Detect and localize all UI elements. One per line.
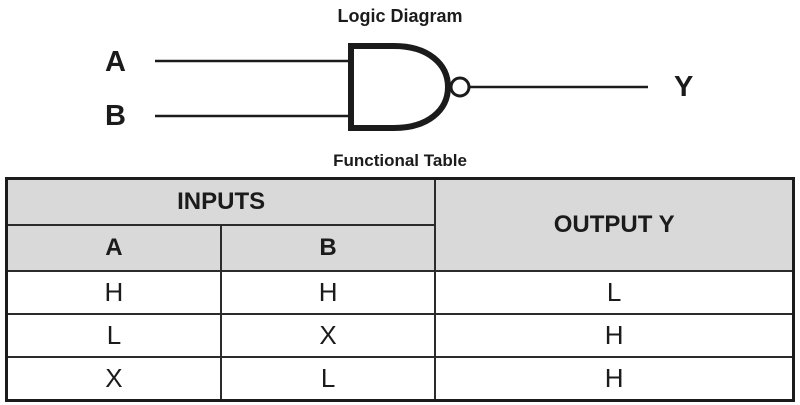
table-header-row-groups: INPUTS OUTPUT Y xyxy=(5,177,795,272)
column-header-b: B xyxy=(219,224,437,272)
functional-table: INPUTS OUTPUT Y A B H H L L X H X L H xyxy=(5,177,795,402)
output-y-header: OUTPUT Y xyxy=(434,177,795,272)
cell-b: L xyxy=(219,356,437,402)
cell-y: L xyxy=(434,270,795,315)
cell-y: H xyxy=(434,313,795,358)
table-row: L X H xyxy=(5,313,795,358)
column-header-a: A xyxy=(5,224,222,272)
inputs-group-header: INPUTS xyxy=(5,177,437,226)
input-label-b: B xyxy=(105,100,126,132)
logic-diagram-title: Logic Diagram xyxy=(337,6,463,26)
functional-table-title: Functional Table xyxy=(333,151,467,170)
cell-a: L xyxy=(5,313,222,358)
inversion-bubble-icon xyxy=(449,76,471,98)
table-header-row-columns: A B xyxy=(5,224,794,272)
input-label-a: A xyxy=(105,46,126,78)
nand-gate-diagram xyxy=(155,43,648,131)
cell-b: H xyxy=(219,270,437,315)
nand-gate-symbol xyxy=(348,43,452,131)
cell-a: H xyxy=(5,270,222,315)
table-row: H H L xyxy=(5,270,795,315)
table-row: X L H xyxy=(5,356,795,402)
cell-a: X xyxy=(5,356,222,402)
cell-y: H xyxy=(434,356,795,402)
output-label-y: Y xyxy=(674,71,694,103)
cell-b: X xyxy=(219,313,437,358)
